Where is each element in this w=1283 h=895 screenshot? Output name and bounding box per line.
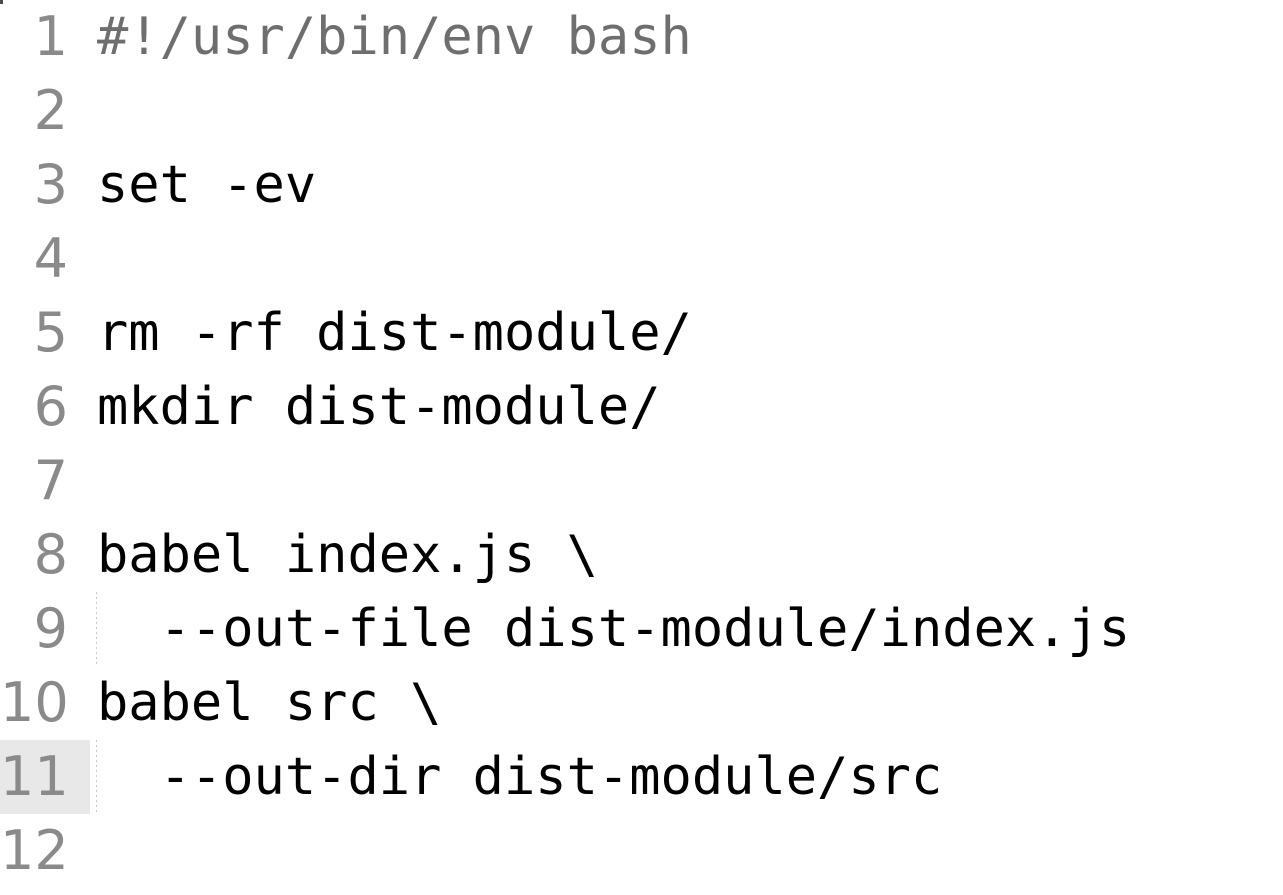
line-content[interactable] [90,222,1283,296]
line-number[interactable]: 2 [33,79,68,142]
line-content[interactable]: --out-dir dist-module/src [97,747,943,807]
line-content[interactable]: set -ev [97,155,317,215]
code-line[interactable]: 9 --out-file dist-module/index.js [0,592,1283,666]
code-line[interactable]: 12 [0,814,1283,888]
line-content[interactable] [90,74,1283,148]
line-content[interactable]: babel src \ [97,673,442,733]
line-number[interactable]: 3 [33,153,68,216]
code-line[interactable]: 4 [0,222,1283,296]
code-line[interactable]: 5 rm -rf dist-module/ [0,296,1283,370]
line-number[interactable]: 4 [33,227,68,290]
code-line[interactable]: 10 babel src \ [0,666,1283,740]
line-number[interactable]: 8 [33,523,68,586]
line-content[interactable]: mkdir dist-module/ [97,377,661,437]
line-content[interactable]: --out-file dist-module/index.js [97,599,1131,659]
line-number[interactable]: 7 [33,449,68,512]
line-number[interactable]: 9 [33,597,68,660]
code-line[interactable]: 3 set -ev [0,148,1283,222]
line-content[interactable]: babel index.js \ [97,525,598,585]
line-content[interactable]: rm -rf dist-module/ [97,303,692,363]
code-line[interactable]: 8 babel index.js \ [0,518,1283,592]
code-line[interactable]: 7 [0,444,1283,518]
code-line[interactable]: 2 [0,74,1283,148]
code-line[interactable]: 6 mkdir dist-module/ [0,370,1283,444]
line-number[interactable]: 6 [33,375,68,438]
line-number[interactable]: 5 [33,301,68,364]
line-content[interactable] [90,444,1283,518]
line-number[interactable]: 12 [0,819,69,882]
corner-artifact [0,0,3,4]
line-content[interactable] [90,814,1283,888]
line-content[interactable]: #!/usr/bin/env bash [97,7,692,67]
code-line[interactable]: 1 #!/usr/bin/env bash [0,0,1283,74]
code-line[interactable]: 11 --out-dir dist-module/src [0,740,1283,814]
line-number[interactable]: 1 [33,5,68,68]
line-number[interactable]: 11 [0,740,90,814]
line-number[interactable]: 10 [0,671,69,734]
